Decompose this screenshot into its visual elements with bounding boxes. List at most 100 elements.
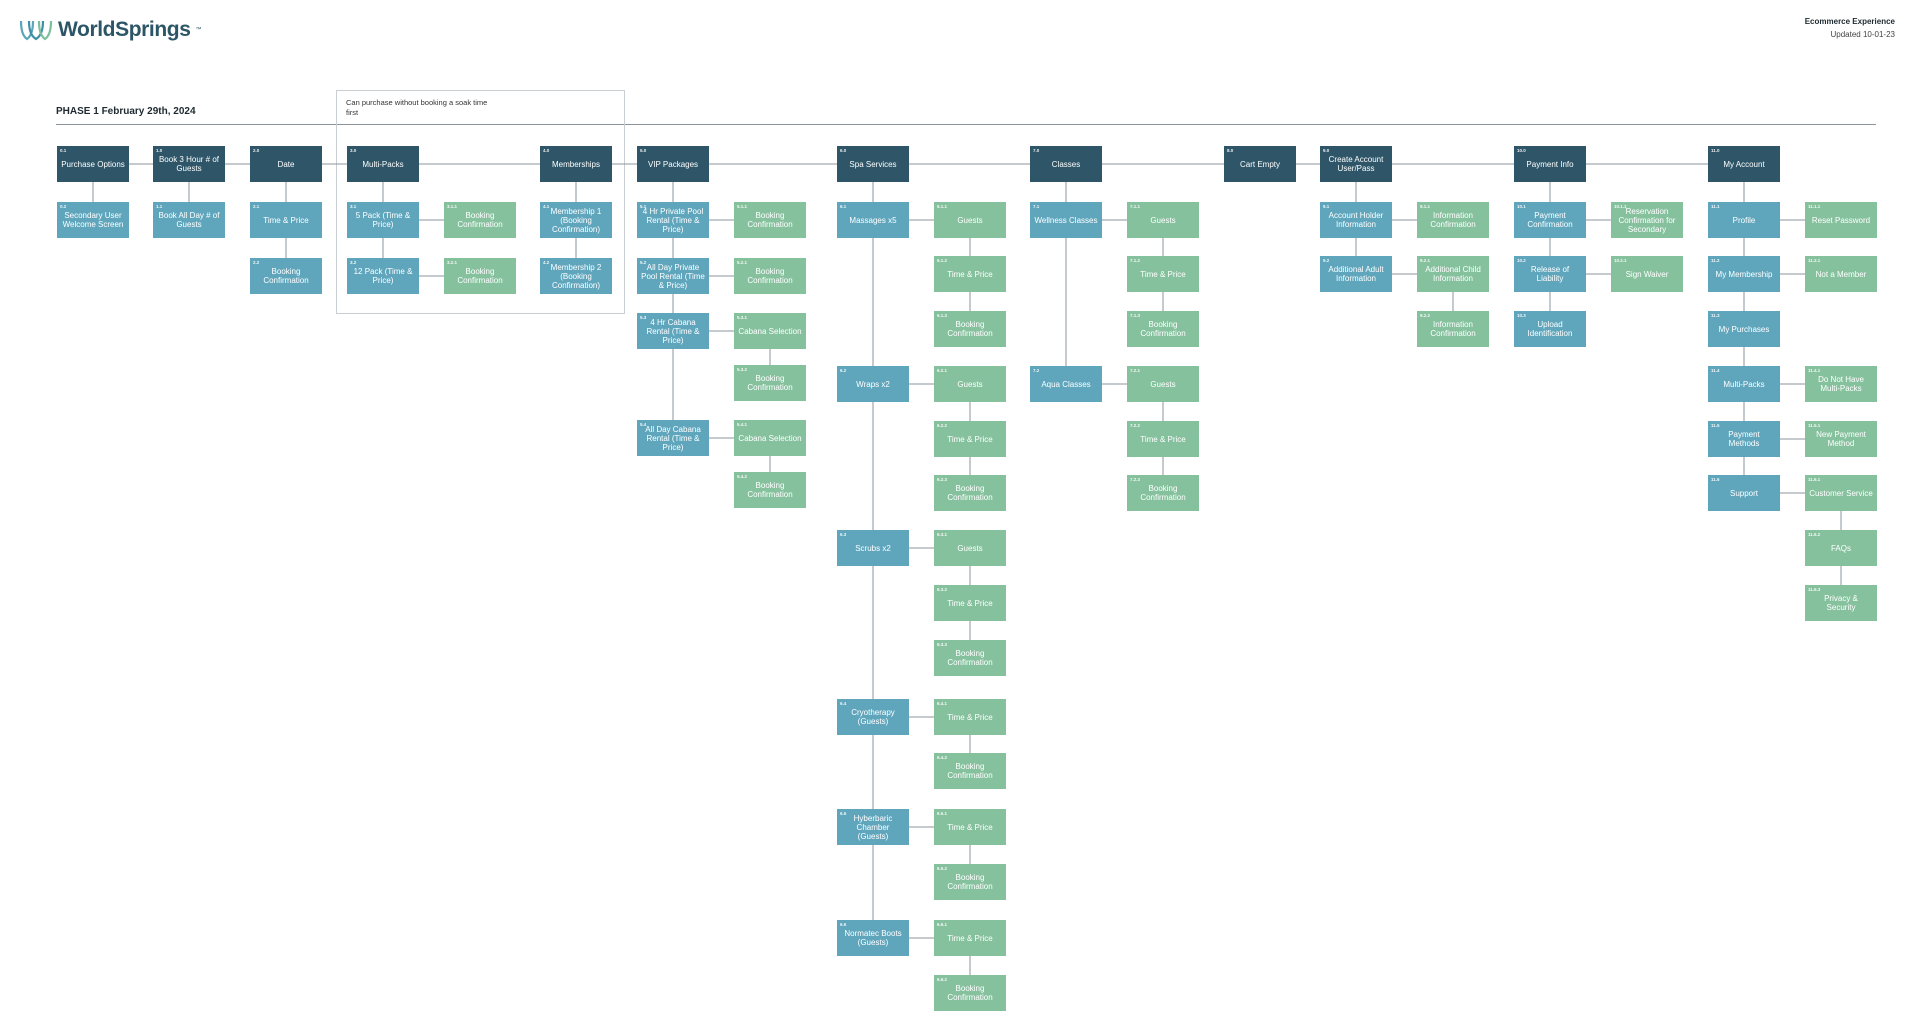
sitemap-node-11-4-1: 11.4.1 Do Not Have Multi-Packs xyxy=(1805,366,1877,402)
node-label: Reservation Confirmation for Secondary xyxy=(1618,206,1676,234)
node-number: 2.1 xyxy=(253,204,260,209)
node-number: 4.2 xyxy=(543,260,550,265)
node-label: Spa Services xyxy=(849,159,897,169)
node-number: 5.3 xyxy=(640,315,647,320)
node-label: Cart Empty xyxy=(1239,159,1280,169)
node-number: 5.0 xyxy=(640,148,647,153)
node-number: 7.2.2 xyxy=(1130,423,1141,428)
node-number: 7.2.3 xyxy=(1130,477,1141,482)
node-label: Booking Confirmation xyxy=(747,374,793,392)
node-number: 5.4.1 xyxy=(737,422,748,427)
node-number: 6.1.1 xyxy=(937,204,948,209)
node-number: 10.3 xyxy=(1517,313,1526,318)
node-label: Do Not Have Multi-Packs xyxy=(1818,375,1864,393)
node-label: Booking Confirmation xyxy=(947,649,993,667)
node-number: 6.2.1 xyxy=(937,368,948,373)
node-label: Time & Price xyxy=(1140,269,1186,279)
node-label: Cryotherapy (Guests) xyxy=(851,708,895,726)
node-label: Guests xyxy=(1150,379,1176,389)
node-label: Customer Service xyxy=(1809,488,1873,498)
node-label: Memberships xyxy=(551,159,600,169)
node-number: 5.1 xyxy=(640,204,647,209)
node-label: Membership 1 (Booking Confirmation) xyxy=(550,206,602,234)
node-number: 7.1 xyxy=(1033,204,1040,209)
node-number: 6.3.3 xyxy=(937,642,948,647)
node-label: Time & Price xyxy=(947,598,993,608)
node-number: 3.1 xyxy=(350,204,357,209)
node-label: Release of Liability xyxy=(1530,265,1570,283)
node-number: 8.0 xyxy=(1227,148,1234,153)
node-label: Payment Confirmation xyxy=(1527,211,1573,229)
node-label: Booking Confirmation xyxy=(747,211,793,229)
node-number: 11.2.1 xyxy=(1808,258,1821,263)
node-number: 6.2.2 xyxy=(937,423,948,428)
node-number: 6.4.1 xyxy=(937,701,948,706)
node-number: 6.3 xyxy=(840,532,847,537)
node-number: 11.6.1 xyxy=(1808,477,1821,482)
node-number: 6.6.1 xyxy=(937,922,948,927)
node-label: Booking Confirmation xyxy=(747,481,793,499)
node-label: Wraps x2 xyxy=(856,379,890,389)
node-number: 11.0 xyxy=(1711,148,1720,153)
node-label: Date xyxy=(277,159,295,169)
node-number: 9.0 xyxy=(1323,148,1330,153)
node-label: Guests xyxy=(957,543,983,553)
trademark: ™ xyxy=(195,27,202,33)
node-label: Booking Confirmation xyxy=(947,984,993,1002)
node-number: 9.1 xyxy=(1323,204,1330,209)
node-label: Multi-Packs xyxy=(362,159,404,169)
node-number: 6.0 xyxy=(840,148,847,153)
node-number: 11.4 xyxy=(1711,368,1720,373)
node-number: 11.5 xyxy=(1711,423,1720,428)
node-label: Time & Price xyxy=(1140,434,1186,444)
node-number: 6.6 xyxy=(840,922,847,927)
node-number: 7.1.3 xyxy=(1130,313,1141,318)
node-label: Payment Info xyxy=(1526,159,1574,169)
node-label: Guests xyxy=(1150,215,1176,225)
node-number: 11.4.1 xyxy=(1808,368,1821,373)
node-number: 10.2.1 xyxy=(1614,258,1627,263)
node-number: 3.2.1 xyxy=(447,260,458,265)
note-box xyxy=(336,90,625,314)
worldsprings-logo-icon xyxy=(19,20,53,41)
node-number: 11.5.1 xyxy=(1808,423,1821,428)
node-label: Support xyxy=(1729,488,1759,498)
node-number: 3.2 xyxy=(350,260,357,265)
node-number: 11.6 xyxy=(1711,477,1720,482)
node-label: Time & Price xyxy=(947,434,993,444)
node-label: Time & Price xyxy=(947,822,993,832)
node-label: Booking Confirmation xyxy=(457,211,503,229)
node-number: 1.1 xyxy=(156,204,163,209)
node-label: Booking Confirmation xyxy=(1140,320,1186,338)
node-label: Booking Confirmation xyxy=(947,873,993,891)
node-number: 11.1 xyxy=(1711,204,1720,209)
